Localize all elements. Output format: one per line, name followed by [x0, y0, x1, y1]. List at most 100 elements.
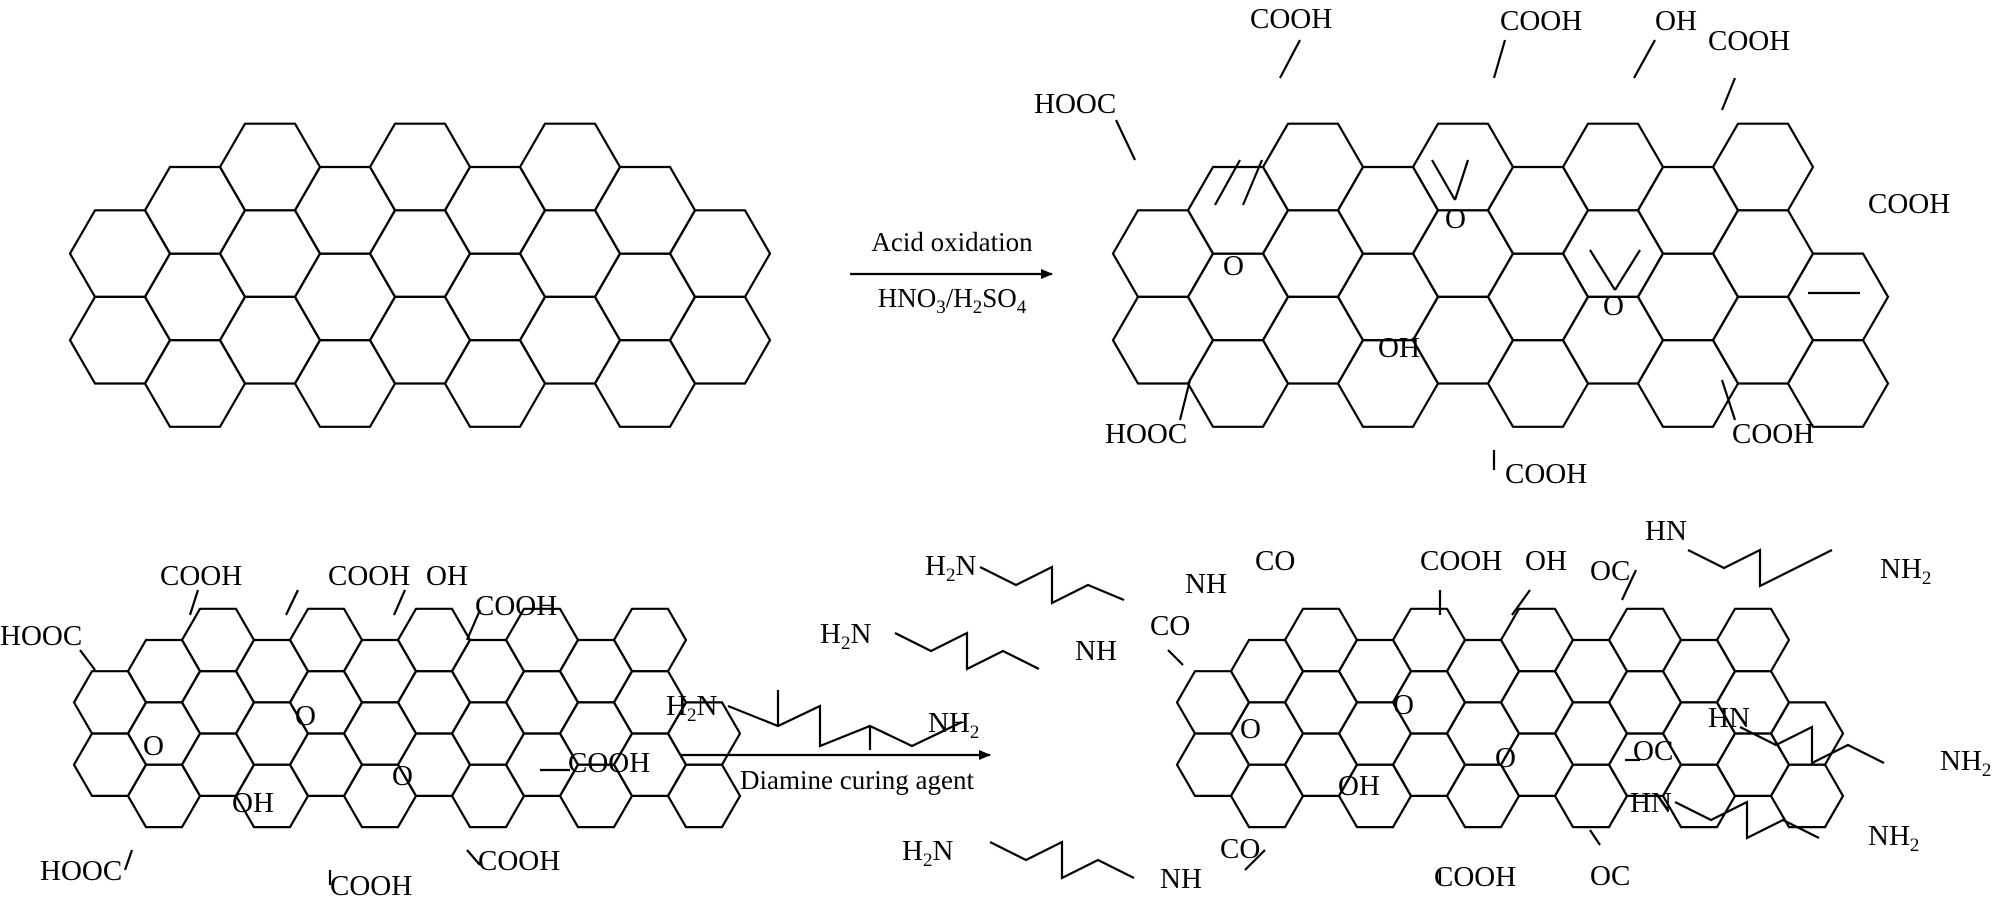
amide-nh-label: HN: [1630, 787, 1672, 819]
substituent-bond: [1492, 39, 1507, 79]
epoxide-bridge-bond: [1241, 159, 1264, 206]
hexagon-ring: [1445, 638, 1521, 704]
hexagon-ring: [342, 638, 418, 704]
hexagon-ring: [288, 732, 364, 798]
epoxide-bridge-bond: [1431, 159, 1456, 201]
hexagon-ring: [443, 339, 547, 428]
hexagon-ring: [368, 209, 472, 298]
hexagon-ring: [1561, 122, 1665, 212]
terminal-amine-label: NH2: [1868, 820, 1919, 856]
hydroxyl-label: OH: [1655, 5, 1697, 37]
hexagon-ring: [1486, 339, 1590, 428]
substituent-bond: [392, 589, 407, 616]
amide-nh-label: HN: [1708, 702, 1750, 734]
hexagon-ring: [293, 165, 397, 255]
hexagon-ring: [1636, 252, 1740, 342]
hexagon-ring: [1229, 638, 1305, 704]
hexagon-ring: [1391, 607, 1467, 673]
carboxyl-label: COOH: [1500, 5, 1582, 37]
amide-carbonyl-label: CO: [1150, 610, 1190, 642]
oxidized-graphene-sheet: [1111, 122, 1890, 428]
hexagon-ring: [666, 763, 742, 829]
hexagon-ring: [218, 209, 322, 298]
substituent-bond: [465, 609, 482, 641]
hexagon-ring: [143, 339, 247, 428]
hydroxyl-label: OH: [1378, 332, 1420, 364]
substituent-bond: [466, 849, 481, 866]
amide-nh-label: NH: [1160, 863, 1202, 895]
hydroxyl-label: OH: [426, 560, 468, 592]
hexagon-ring: [1607, 607, 1683, 673]
curing-agent-left-amine: H2N: [666, 690, 717, 726]
reaction-arrow-2: Diamine curing agent H2N NH2: [666, 690, 991, 795]
hexagon-ring: [504, 670, 580, 735]
carboxyl-label: COOH: [1250, 3, 1332, 35]
hexagon-ring: [396, 607, 472, 673]
hexagon-ring: [450, 763, 526, 829]
hexagon-ring: [126, 763, 202, 829]
hexagon-ring: [668, 209, 772, 298]
hexagon-ring: [1661, 638, 1737, 704]
hexagon-ring: [1499, 607, 1575, 673]
terminal-amine-label: H2N: [902, 835, 953, 871]
hexagon-ring: [1411, 295, 1515, 385]
hexagon-ring: [1711, 122, 1815, 212]
hexagon-ring: [558, 638, 634, 704]
epoxide-bridge-bond: [1214, 159, 1241, 206]
hexagon-ring: [368, 122, 472, 212]
hexagon-ring: [593, 252, 697, 342]
substituent-bond: [1115, 119, 1136, 161]
hexagon-ring: [1175, 732, 1251, 798]
reaction-arrow-1: Acid oxidation HNO3/H2SO4: [850, 227, 1053, 318]
curing-agent-structure: H2N NH2: [666, 690, 979, 750]
terminal-amine-label: NH2: [1940, 745, 1991, 781]
hexagon-ring: [72, 670, 148, 735]
epoxide-oxygen-label: O: [392, 760, 413, 792]
carboxyl-label: COOH: [1434, 861, 1516, 893]
hexagon-ring: [1486, 252, 1590, 342]
carboxyl-label: HOOC: [1034, 88, 1116, 120]
carboxyl-label: COOH: [478, 845, 560, 877]
hexagon-ring: [612, 607, 688, 673]
hexagon-ring: [593, 339, 697, 428]
curing-agent-right-amine: NH2: [928, 707, 979, 743]
hexagon-ring: [1336, 252, 1440, 342]
hexagon-ring: [1111, 295, 1215, 385]
carboxyl-label: COOH: [1868, 188, 1950, 220]
substituent-bond: [1244, 849, 1266, 871]
curing-agent-chain: [727, 704, 963, 748]
hexagon-ring: [1445, 763, 1521, 829]
hexagon-ring: [1553, 763, 1629, 829]
hexagon-ring: [68, 209, 172, 298]
substituent-bond: [123, 849, 134, 871]
arrow-1-condition-bottom: HNO3/H2SO4: [878, 283, 1027, 318]
terminal-amine-label: H2N: [925, 550, 976, 586]
diamine-chain: [1739, 725, 1885, 765]
epoxide-oxygen-label: O: [1495, 742, 1516, 774]
hexagon-ring: [518, 295, 622, 385]
substituent-bond: [1178, 379, 1192, 421]
epoxide-bridge-bond: [1614, 249, 1641, 291]
amide-nh-label: NH: [1185, 568, 1227, 600]
hexagon-ring: [1186, 339, 1290, 428]
hexagon-ring: [143, 165, 247, 255]
arrow-2-condition-bottom: Diamine curing agent: [740, 765, 974, 795]
epoxide-oxygen-label: O: [295, 700, 316, 732]
hexagon-ring: [293, 339, 397, 428]
carboxyl-label: COOH: [328, 560, 410, 592]
hexagon-ring: [1486, 165, 1590, 255]
diamine-chain: [1674, 800, 1820, 840]
hexagon-ring: [1553, 638, 1629, 704]
hexagon-ring: [1711, 209, 1815, 298]
hexagon-ring: [368, 295, 472, 385]
hexagon-ring: [1111, 209, 1215, 298]
oxidized-graphene-sheet-small: [72, 607, 742, 829]
hexagon-ring: [518, 209, 622, 298]
carboxyl-label: COOH: [1732, 418, 1814, 450]
hexagon-ring: [1769, 763, 1845, 829]
hexagon-ring: [1229, 763, 1305, 829]
hexagon-ring: [288, 607, 364, 673]
hexagon-ring: [1261, 209, 1365, 298]
epoxide-oxygen-label: O: [1445, 203, 1466, 235]
